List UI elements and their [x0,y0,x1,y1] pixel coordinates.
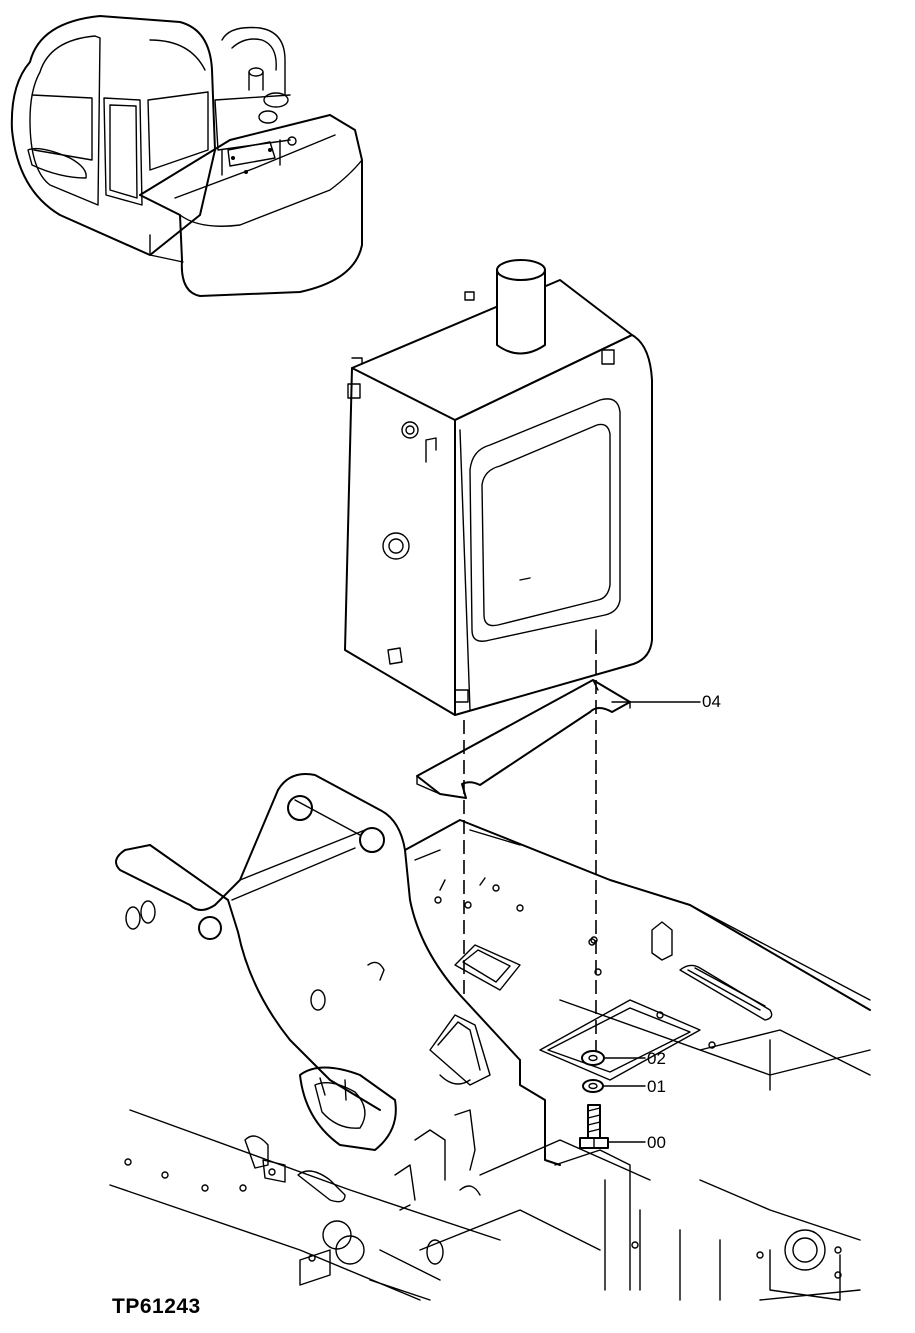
washer [581,1050,605,1066]
figure-id: TP61243 [112,1295,201,1318]
battery-box [344,259,653,716]
mounting-plate [416,679,631,799]
bolt [579,1104,609,1149]
machine-location-inset [10,15,363,297]
assembly-guide-lines [463,629,598,1060]
callout-plate: 04 [702,692,721,711]
frame-assembly [109,773,871,1301]
leader-lines [602,701,701,1143]
lock-washer [582,1079,604,1093]
callout-bolt: 00 [647,1133,666,1152]
callout-lock-washer: 01 [647,1077,666,1096]
callout-washer: 02 [647,1049,666,1068]
